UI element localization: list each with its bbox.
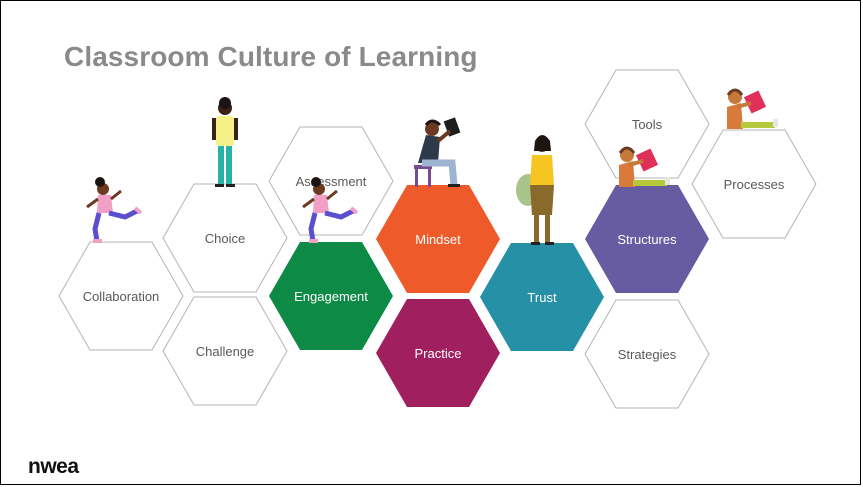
hexagon-label-assessment: Assessment [296, 174, 367, 189]
hexagon-tools: Tools [584, 69, 710, 179]
hexagon-label-practice: Practice [415, 346, 462, 361]
hexagon-structures: Structures [585, 185, 709, 293]
kicking-girl-icon [86, 177, 143, 243]
hexagon-trust: Trust [480, 243, 604, 351]
hexagon-label-challenge: Challenge [196, 344, 255, 359]
hexagon-shape [585, 185, 709, 293]
hexagon-shape [584, 69, 710, 179]
standing-person-icon [212, 97, 238, 187]
hexagon-label-processes: Processes [724, 177, 785, 192]
slide-title: Classroom Culture of Learning [64, 41, 478, 72]
hexagon-collaboration: Collaboration [58, 241, 184, 351]
hexagon-label-engagement: Engagement [294, 289, 368, 304]
hexagon-shape [162, 183, 288, 293]
hexagon-practice: Practice [376, 299, 500, 407]
hexagon-shape [58, 241, 184, 351]
hexagon-strategies: Strategies [584, 299, 710, 409]
hexagon-label-strategies: Strategies [618, 347, 677, 362]
reading-man-icon [414, 117, 461, 187]
hexagon-shape [584, 299, 710, 409]
hexagon-shape [162, 296, 288, 406]
hexagon-shape [269, 242, 393, 350]
hexagon-label-collaboration: Collaboration [83, 289, 160, 304]
hexagon-shape [376, 299, 500, 407]
sitting-reader-icon [618, 146, 670, 187]
hexagon-label-mindset: Mindset [415, 232, 461, 247]
hexagon-shape [376, 185, 500, 293]
hexagon-mindset: Mindset [376, 185, 500, 293]
hexagon-challenge: Challenge [162, 296, 288, 406]
kicking-girl-icon [302, 177, 359, 243]
woman-with-bag-icon [516, 135, 554, 245]
figure-layer [86, 88, 778, 245]
hexagon-label-trust: Trust [527, 290, 557, 305]
hexagon-assessment: Assessment [268, 126, 394, 236]
hexagon-label-tools: Tools [632, 117, 663, 132]
nwea-logo: nwea [28, 455, 79, 478]
hexagon-choice: Choice [162, 183, 288, 293]
hexagon-processes: Processes [691, 129, 817, 239]
hexagon-engagement: Engagement [269, 242, 393, 350]
hexagon-shape [268, 126, 394, 236]
sitting-reader-icon [726, 88, 778, 129]
hexagon-label-structures: Structures [617, 232, 677, 247]
hexagon-label-choice: Choice [205, 231, 245, 246]
hexagon-shape [480, 243, 604, 351]
hexagon-shape [691, 129, 817, 239]
